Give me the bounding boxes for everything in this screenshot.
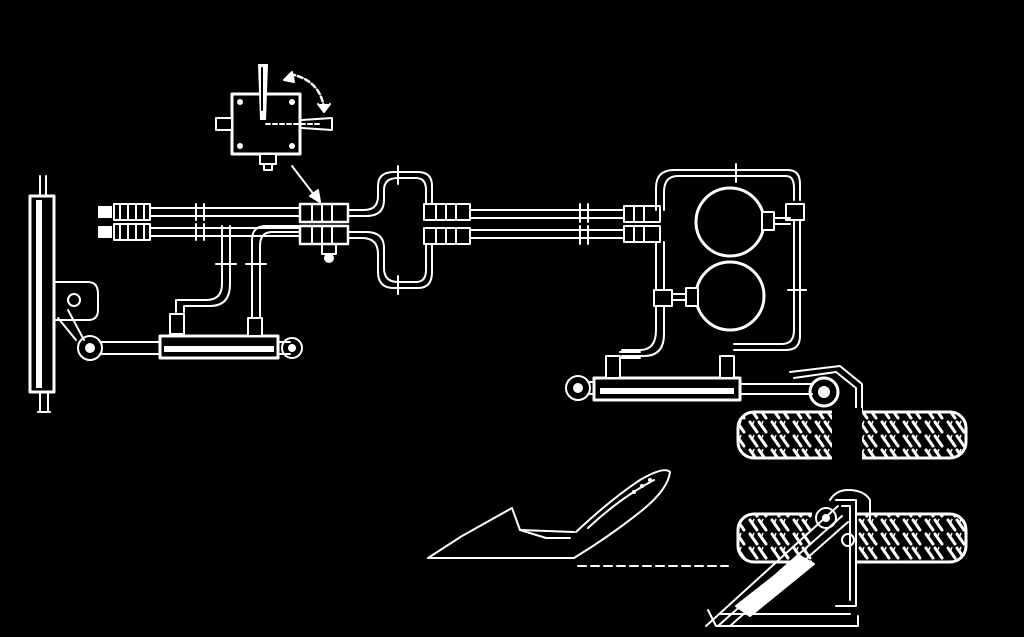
plough-frame xyxy=(705,489,871,627)
accumulator-lower xyxy=(671,260,766,332)
long-hoses xyxy=(469,203,631,245)
control-lever xyxy=(258,64,333,131)
steering-cylinder xyxy=(28,175,99,413)
rotation-arrow xyxy=(283,71,331,113)
right-manifold xyxy=(621,163,807,357)
pointer-arrow xyxy=(291,165,321,203)
hose-bundle xyxy=(98,203,301,241)
manifold xyxy=(298,165,471,295)
accumulator-upper xyxy=(694,186,791,258)
wheel-lower xyxy=(736,510,968,566)
ram-cylinder xyxy=(565,343,863,433)
left-ram xyxy=(77,225,311,361)
wheel-upper xyxy=(736,408,968,462)
plough-body xyxy=(427,469,671,559)
control-valve xyxy=(215,92,302,171)
